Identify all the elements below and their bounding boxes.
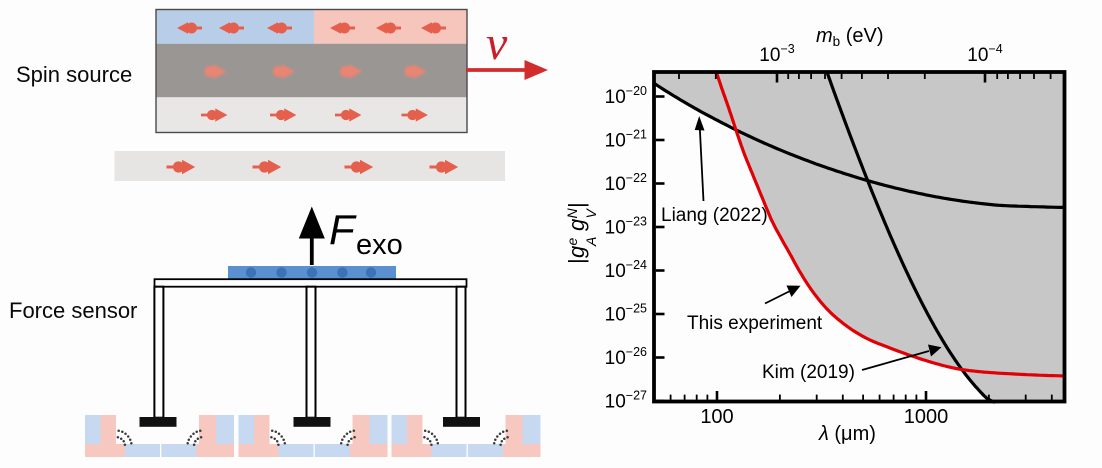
svg-text:|: | xyxy=(564,258,589,264)
svg-text:e: e xyxy=(564,238,580,246)
svg-text:N: N xyxy=(564,208,580,219)
svg-text:g: g xyxy=(564,245,589,258)
svg-text:mb (eV): mb (eV) xyxy=(816,25,884,49)
svg-text:λ (μm): λ (μm) xyxy=(818,423,876,445)
svg-text:A: A xyxy=(583,237,599,247)
svg-text:g: g xyxy=(564,218,589,231)
svg-text:F: F xyxy=(329,206,357,253)
svg-text:|: | xyxy=(564,202,589,208)
svg-text:100: 100 xyxy=(700,406,733,428)
svg-text:exo: exo xyxy=(356,229,403,261)
svg-text:Spin source: Spin source xyxy=(16,62,132,87)
svg-text:v: v xyxy=(486,17,508,70)
svg-text:Force sensor: Force sensor xyxy=(9,298,137,323)
svg-text:V: V xyxy=(583,208,599,219)
svg-text:Liang (2022): Liang (2022) xyxy=(661,205,768,226)
svg-text:Kim (2019): Kim (2019) xyxy=(762,362,855,383)
svg-text:1000: 1000 xyxy=(904,406,949,428)
svg-text:This experiment: This experiment xyxy=(687,313,823,334)
